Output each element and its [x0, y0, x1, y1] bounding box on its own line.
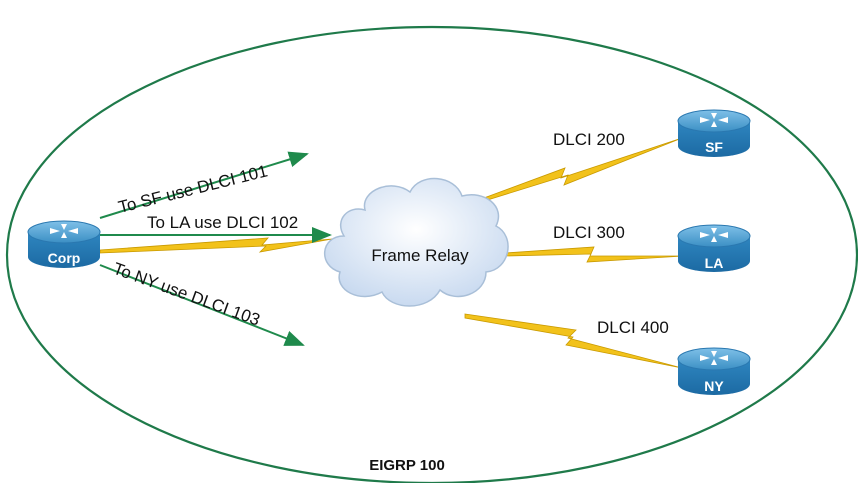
- router-corp: Corp: [27, 220, 101, 268]
- router-label-sf: SF: [705, 139, 723, 155]
- router-arrows-icon: [700, 228, 728, 242]
- link-corp-cloud: [99, 237, 333, 254]
- link-cloud-la: [504, 246, 685, 263]
- dlci-label-ny: DLCI 400: [597, 318, 669, 337]
- arrow-to-ny: [99, 264, 305, 346]
- route-label-la: To LA use DLCI 102: [147, 213, 298, 232]
- router-arrows-icon: [700, 113, 728, 127]
- router-la: LA: [677, 224, 751, 272]
- router-sf: SF: [677, 109, 751, 157]
- router-label-la: LA: [705, 255, 724, 271]
- router-label-ny: NY: [704, 378, 724, 394]
- router-label-corp: Corp: [48, 250, 81, 266]
- cloud-label: Frame Relay: [371, 246, 469, 265]
- route-label-sf: To SF use DLCI 101: [116, 161, 269, 216]
- router-ny: NY: [677, 347, 751, 395]
- dlci-label-sf: DLCI 200: [553, 130, 625, 149]
- router-arrows-icon: [50, 224, 78, 238]
- arrow-to-sf: [99, 151, 309, 219]
- eigrp-label: EIGRP 100: [369, 457, 445, 474]
- route-label-ny: To NY use DLCI 103: [111, 259, 263, 330]
- frame-relay-cloud: Frame Relay: [323, 177, 509, 307]
- router-arrows-icon: [700, 351, 728, 365]
- dlci-label-la: DLCI 300: [553, 223, 625, 242]
- eigrp-boundary: [6, 25, 858, 483]
- link-cloud-ny: [464, 313, 683, 369]
